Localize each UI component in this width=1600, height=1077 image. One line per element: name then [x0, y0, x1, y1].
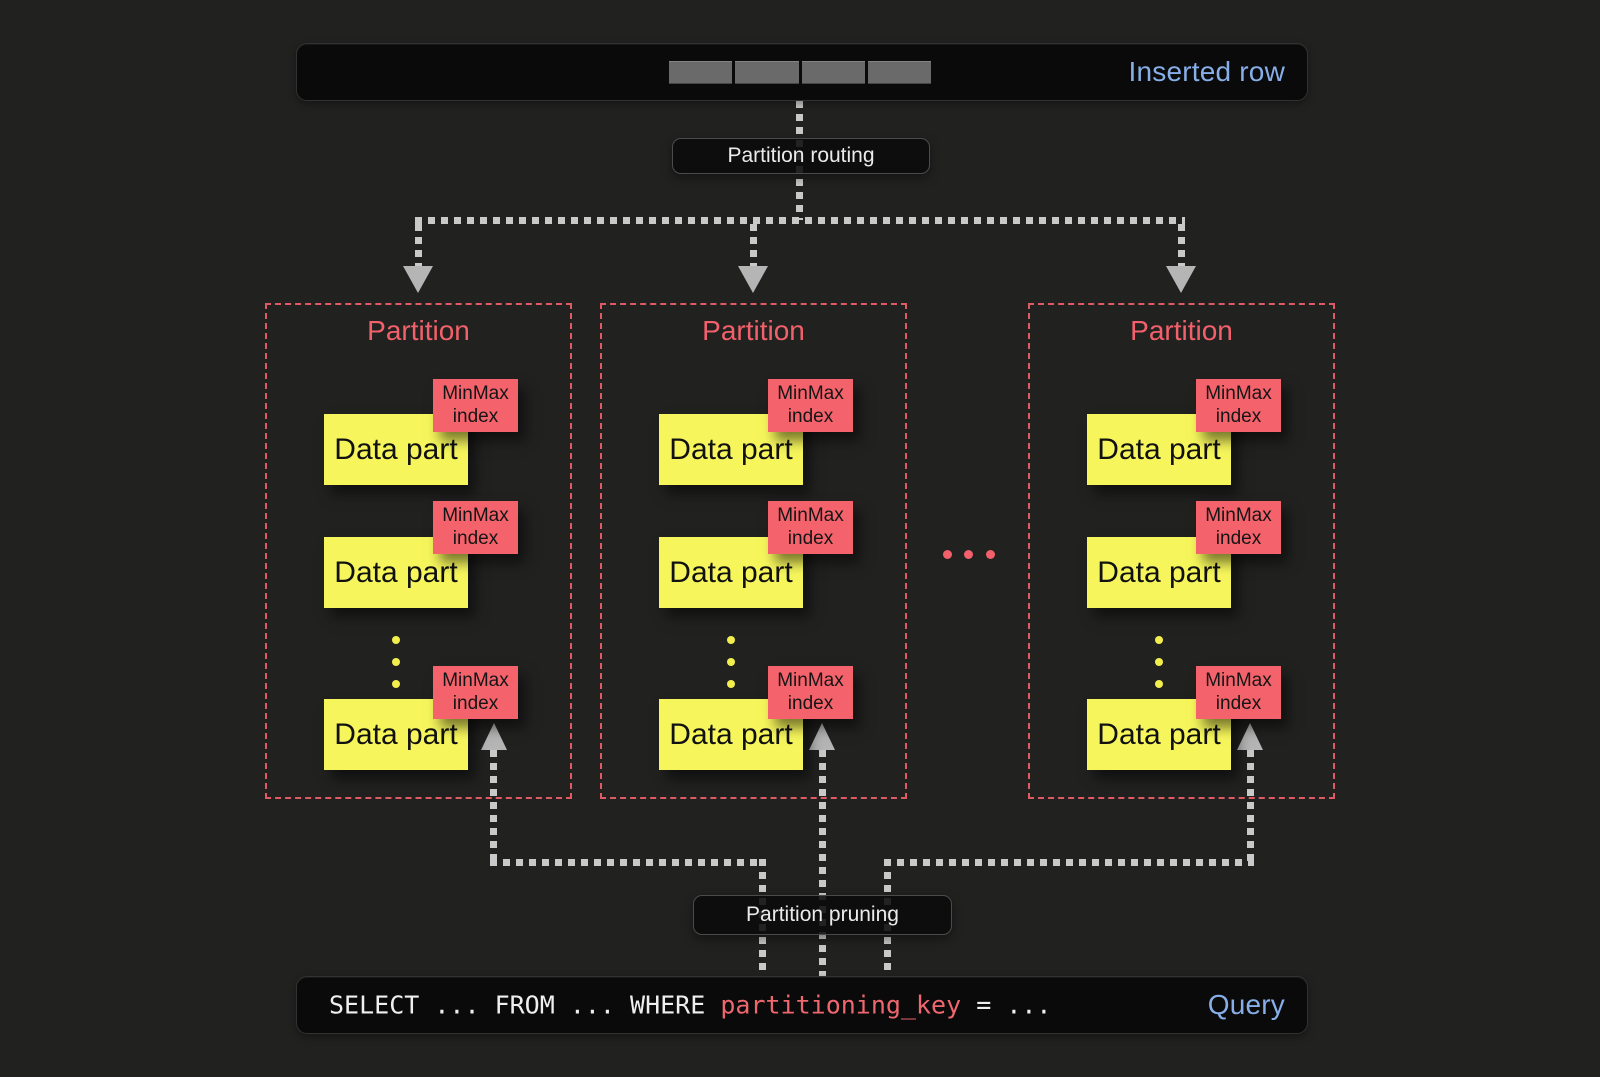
partition-pruning-label: Partition pruning [746, 903, 899, 926]
ellipsis-dot [727, 658, 735, 666]
more-partitions-dot [964, 550, 973, 559]
partition-routing-label: Partition routing [727, 144, 875, 167]
partition-routing-badge: Partition routing [672, 138, 930, 174]
row-cell [801, 61, 865, 84]
pruning-line-p1 [490, 750, 497, 866]
partition-box-2: Partition MinMax index Data part MinMax … [600, 303, 907, 799]
pruning-line-p3 [1247, 750, 1254, 866]
branch-drop-2 [750, 224, 757, 266]
partition-box-3: Partition MinMax index Data part MinMax … [1028, 303, 1335, 799]
partition-box-1: Partition MinMax index Data part MinMax … [265, 303, 572, 799]
inserted-row-bar: Inserted row [296, 43, 1308, 101]
ellipsis-dot [1155, 636, 1163, 644]
ellipsis-dot [1155, 658, 1163, 666]
partition-title: Partition [702, 315, 805, 346]
partition-title: Partition [1130, 315, 1233, 346]
arrow-down-icon [403, 266, 433, 293]
minmax-index-tag: MinMax index [768, 379, 853, 432]
data-part-box: Data part [324, 699, 468, 770]
partition-title: Partition [367, 315, 470, 346]
pruning-line-right [884, 859, 1254, 866]
more-partitions-dot [986, 550, 995, 559]
query-bar: SELECT ... FROM ... WHERE partitioning_k… [296, 976, 1308, 1034]
minmax-index-tag: MinMax index [1196, 501, 1281, 554]
pruning-line-left [490, 859, 766, 866]
partitioning-key-token: partitioning_key [720, 990, 962, 1020]
query-pre: SELECT ... FROM ... WHERE [329, 990, 721, 1020]
row-segments [669, 61, 931, 84]
minmax-index-tag: MinMax index [768, 501, 853, 554]
arrow-up-icon [809, 723, 835, 750]
inserted-row-label: Inserted row [1128, 56, 1285, 87]
ellipsis-dot [1155, 680, 1163, 688]
ellipsis-dot [727, 680, 735, 688]
arrow-down-icon [1166, 266, 1196, 293]
query-post: = ... [961, 990, 1052, 1020]
row-cell [867, 61, 931, 84]
arrow-down-icon [738, 266, 768, 293]
arrow-up-icon [1237, 723, 1263, 750]
arrow-up-icon [481, 723, 507, 750]
branch-line [415, 217, 1185, 224]
ellipsis-dot [392, 636, 400, 644]
branch-drop-1 [415, 224, 422, 266]
ellipsis-dot [392, 658, 400, 666]
minmax-index-tag: MinMax index [1196, 379, 1281, 432]
data-part-box: Data part [1087, 414, 1231, 485]
minmax-index-tag: MinMax index [1196, 666, 1281, 719]
more-partitions-dot [943, 550, 952, 559]
partition-pruning-badge: Partition pruning [693, 895, 952, 935]
ellipsis-dot [392, 680, 400, 688]
minmax-index-tag: MinMax index [433, 379, 518, 432]
ellipsis-dot [727, 636, 735, 644]
minmax-index-tag: MinMax index [433, 666, 518, 719]
branch-drop-3 [1178, 224, 1185, 266]
query-label: Query [1207, 989, 1285, 1020]
query-code: SELECT ... FROM ... WHERE partitioning_k… [329, 991, 1051, 1020]
row-cell [735, 61, 799, 84]
row-cell [669, 61, 733, 84]
pruning-line-p2 [819, 750, 826, 976]
minmax-index-tag: MinMax index [768, 666, 853, 719]
minmax-index-tag: MinMax index [433, 501, 518, 554]
